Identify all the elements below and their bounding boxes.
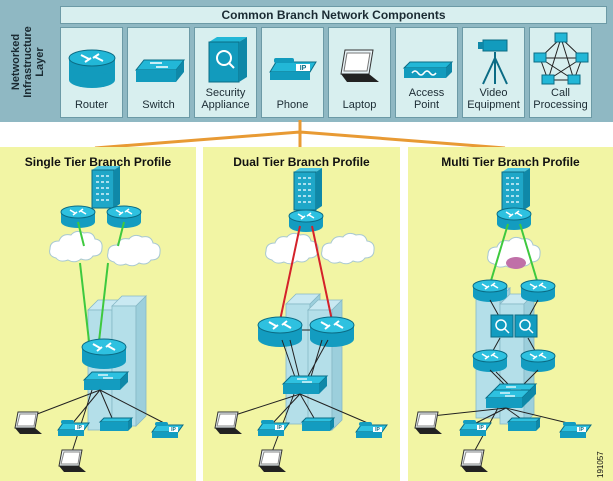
call-processing-icon	[533, 32, 589, 85]
security-appliance-icon	[208, 37, 247, 83]
component-label: Call Processing	[533, 87, 588, 111]
component-laptop: Laptop	[328, 27, 391, 118]
dual-tier-topology	[214, 167, 388, 473]
svg-text:IP: IP	[300, 65, 307, 72]
multi-tier-title: Multi Tier Branch Profile	[441, 155, 580, 169]
single-tier-title: Single Tier Branch Profile	[24, 155, 172, 169]
component-label: Video Equipment	[467, 87, 520, 111]
component-label: Router	[74, 99, 109, 111]
video-camera-icon	[478, 39, 508, 85]
figure-id-text: 191057	[596, 451, 605, 478]
component-label: Switch	[142, 99, 175, 111]
profile-connector	[94, 120, 506, 150]
component-router: Router	[60, 27, 123, 118]
component-label: Phone	[276, 99, 309, 111]
component-label: Access Point	[408, 87, 445, 111]
component-video-equipment: Video Equipment	[462, 27, 525, 118]
component-label: Laptop	[342, 99, 377, 111]
component-phone: IP Phone	[261, 27, 324, 118]
component-access-point: Access Point	[395, 27, 458, 118]
components-title: Common Branch Network Components	[60, 6, 607, 24]
laptop-icon	[340, 49, 379, 82]
switch-icon	[134, 59, 186, 82]
access-point-icon	[402, 61, 454, 78]
component-switch: Switch	[127, 27, 190, 118]
component-label: Security Appliance	[201, 87, 250, 111]
ip-phone-icon: IP	[269, 58, 317, 80]
single-tier-topology	[14, 165, 184, 473]
component-call-processing: Call Processing	[529, 27, 592, 118]
router-icon	[68, 49, 116, 88]
figure-id: 191057	[594, 448, 610, 478]
dual-tier-title: Dual Tier Branch Profile	[233, 155, 370, 169]
component-security-appliance: Security Appliance	[194, 27, 257, 118]
multi-tier-topology	[414, 167, 592, 473]
